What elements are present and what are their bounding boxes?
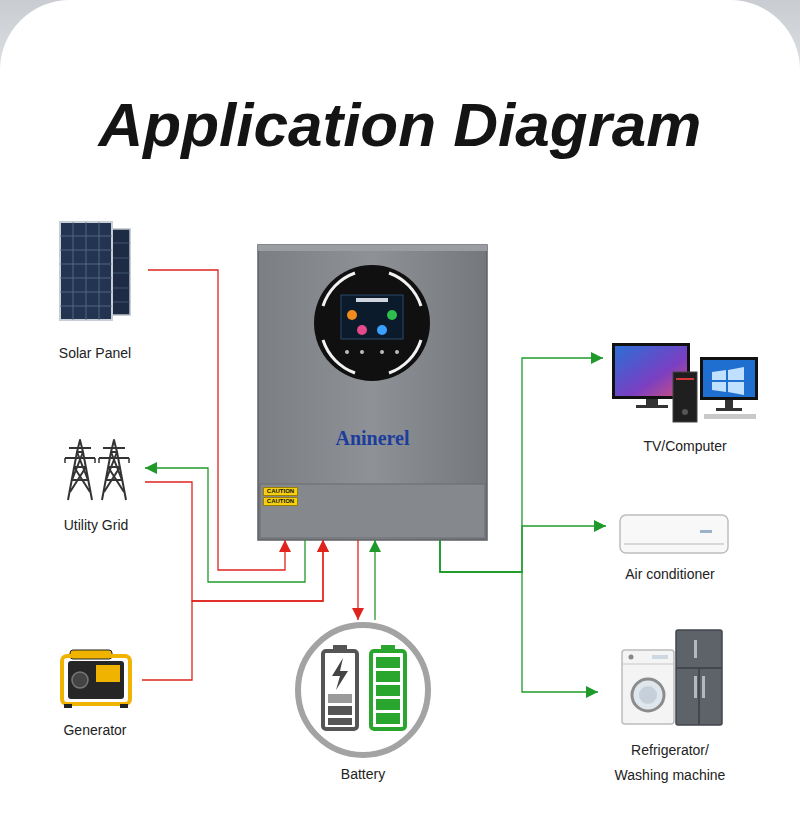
tv-computer-icon bbox=[612, 343, 758, 422]
appliance-icon bbox=[622, 630, 722, 725]
power-flow-connector bbox=[145, 482, 323, 601]
power-flow-connector bbox=[440, 540, 598, 692]
node-label: Aninerel bbox=[335, 427, 409, 449]
power-flow-connector bbox=[142, 540, 323, 680]
node-label: Solar Panel bbox=[59, 344, 131, 362]
generator-icon bbox=[62, 650, 130, 708]
node-label: Air conditioner bbox=[625, 565, 715, 583]
air-conditioner-node: Air conditioner bbox=[608, 508, 732, 586]
inverter-body bbox=[258, 245, 487, 540]
power-flow-connector bbox=[440, 526, 606, 572]
utility-grid-node: Utility Grid bbox=[50, 435, 142, 537]
caution-sticker: CAUTION bbox=[263, 487, 298, 496]
node-label: Battery bbox=[341, 765, 385, 783]
generator-node: Generator bbox=[50, 645, 140, 742]
power-flow-connector bbox=[145, 468, 305, 582]
appliance-node: Refrigerator/ Washing machine bbox=[600, 625, 740, 791]
tv-computer-node: TV/Computer bbox=[605, 335, 765, 458]
node-label: TV/Computer bbox=[643, 437, 726, 455]
air-conditioner-icon bbox=[620, 515, 728, 553]
diagram-title: Application Diagram bbox=[0, 86, 800, 164]
battery-node: Battery bbox=[290, 620, 436, 786]
battery-icon bbox=[298, 625, 428, 755]
node-label: Utility Grid bbox=[64, 516, 129, 534]
power-flow-connector bbox=[357, 540, 358, 620]
solar-panel-icon bbox=[60, 222, 130, 320]
solar-panel-node: Solar Panel bbox=[50, 218, 140, 368]
power-flow-connector bbox=[374, 540, 375, 620]
node-label: Refrigerator/ Washing machine bbox=[605, 738, 735, 788]
power-tower-icon bbox=[65, 440, 129, 500]
power-flow-connector bbox=[148, 270, 285, 570]
node-label: Generator bbox=[63, 721, 126, 739]
caution-sticker: CAUTION bbox=[263, 497, 298, 506]
